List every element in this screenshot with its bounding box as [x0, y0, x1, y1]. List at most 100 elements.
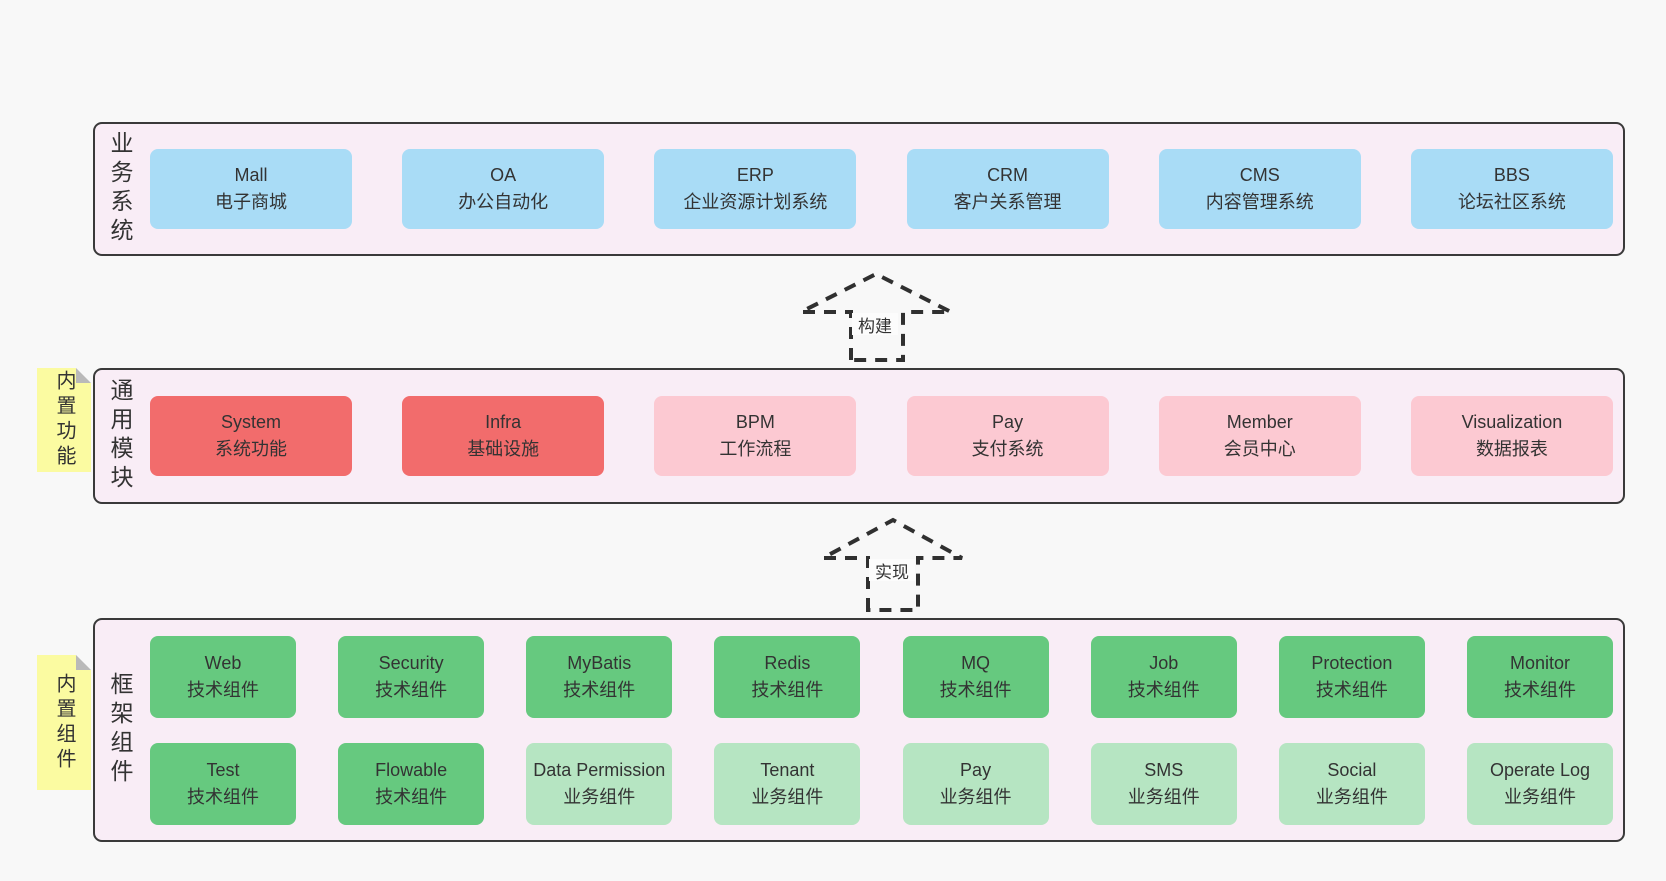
- layer-label: 业务系统: [107, 131, 133, 247]
- box-title: Redis: [764, 652, 811, 673]
- folded-corner-icon: [76, 655, 91, 670]
- box-title: Pay: [960, 759, 992, 780]
- box-subtitle: 工作流程: [719, 439, 792, 459]
- box-title: Monitor: [1509, 652, 1570, 673]
- box-title: ERP: [736, 165, 774, 185]
- implement-arrow-label: 实现: [869, 559, 915, 582]
- diagram-box: Data Permission 业务组件: [526, 742, 673, 825]
- build-arrow-label: 构建: [852, 313, 898, 336]
- box-title: CRM: [987, 165, 1029, 185]
- layer-common-modules: 通用模块 System 系统功能 Infra 基础设施 BPM 工作流程 Pay 支付系统 Me…: [93, 368, 1625, 504]
- diagram-box: Infra 基础设施: [402, 396, 605, 476]
- implement-arrow: 实现: [807, 511, 982, 617]
- box-subtitle: 内容管理系统: [1205, 192, 1314, 212]
- diagram-box: Protection 技术组件: [1278, 635, 1425, 718]
- box-title: Operate Log: [1489, 759, 1591, 780]
- box-subtitle: 技术组件: [1127, 679, 1200, 700]
- box-subtitle: 支付系统: [971, 439, 1044, 459]
- sticky-note-builtin-components: 内置组件: [37, 655, 91, 790]
- box-subtitle: 系统功能: [215, 439, 287, 459]
- dashed-up-arrow-icon: [822, 517, 963, 612]
- box-title: BBS: [1493, 165, 1530, 185]
- diagram-box: Pay 业务组件: [902, 742, 1049, 825]
- box-title: CMS: [1239, 165, 1280, 185]
- box-title: Member: [1226, 412, 1293, 432]
- diagram-box: System 系统功能: [150, 396, 352, 476]
- box-title: Job: [1149, 652, 1179, 673]
- sticky-note-builtin-features: 内置功能: [37, 368, 91, 472]
- box-subtitle: 技术组件: [751, 679, 824, 700]
- diagram-box: Test 技术组件: [150, 742, 296, 825]
- box-subtitle: 业务组件: [563, 786, 636, 807]
- box-subtitle: 会员中心: [1223, 439, 1296, 459]
- diagram-box: Redis 技术组件: [714, 635, 861, 718]
- box-title: Tenant: [760, 759, 815, 780]
- diagram-box: Visualization 数据报表: [1410, 396, 1613, 476]
- diagram-box: Social 业务组件: [1278, 742, 1425, 825]
- diagram-box: Operate Log 业务组件: [1466, 742, 1613, 825]
- box-title: SMS: [1144, 759, 1184, 780]
- box-title: Visualization: [1461, 412, 1563, 432]
- box-title: Flowable: [375, 759, 448, 780]
- box-title: Web: [204, 652, 242, 673]
- box-subtitle: 技术组件: [187, 786, 259, 807]
- box-subtitle: 技术组件: [187, 679, 259, 700]
- diagram-box: Flowable 技术组件: [338, 742, 485, 825]
- note-text: 内置组件: [53, 672, 75, 773]
- box-title: Mall: [234, 165, 268, 185]
- diagram-box: Pay 支付系统: [906, 396, 1109, 476]
- diagram-box: Web 技术组件: [150, 635, 296, 718]
- layer-label: 通用模块: [107, 378, 133, 494]
- build-arrow: 构建: [790, 265, 965, 365]
- box-subtitle: 业务组件: [1503, 786, 1576, 807]
- box-title: OA: [490, 165, 517, 185]
- box-title: Test: [206, 759, 240, 780]
- box-title: Security: [378, 652, 444, 673]
- diagram-box: Member 会员中心: [1158, 396, 1361, 476]
- box-subtitle: 技术组件: [1315, 679, 1388, 700]
- box-subtitle: 办公自动化: [458, 192, 549, 212]
- diagram-box: Job 技术组件: [1090, 635, 1237, 718]
- box-subtitle: 客户关系管理: [953, 192, 1062, 212]
- diagram-box: Tenant 业务组件: [714, 742, 861, 825]
- box-subtitle: 技术组件: [375, 679, 448, 700]
- box-subtitle: 论坛社区系统: [1457, 192, 1566, 212]
- box-subtitle: 技术组件: [375, 786, 448, 807]
- box-title: System: [220, 412, 281, 432]
- box-subtitle: 业务组件: [1127, 786, 1200, 807]
- diagram-box: OA 办公自动化: [402, 149, 605, 229]
- box-title: MyBatis: [567, 652, 632, 673]
- diagram-box: SMS 业务组件: [1090, 742, 1237, 825]
- diagram-box: CMS 内容管理系统: [1158, 149, 1361, 229]
- diagram-box: CRM 客户关系管理: [906, 149, 1109, 229]
- folded-corner-icon: [76, 368, 91, 383]
- box-subtitle: 基础设施: [467, 439, 540, 459]
- box-title: Protection: [1311, 652, 1393, 673]
- box-title: MQ: [961, 652, 991, 673]
- box-subtitle: 技术组件: [1503, 679, 1576, 700]
- diagram-box: Monitor 技术组件: [1466, 635, 1613, 718]
- box-row: System 系统功能 Infra 基础设施 BPM 工作流程 Pay 支付系统 Member 会…: [150, 396, 1613, 476]
- box-subtitle: 数据报表: [1475, 439, 1548, 459]
- box-title: Social: [1327, 759, 1377, 780]
- box-title: Infra: [485, 412, 522, 432]
- box-subtitle: 企业资源计划系统: [683, 192, 828, 212]
- diagram-box: ERP 企业资源计划系统: [654, 149, 857, 229]
- box-title: Pay: [992, 412, 1024, 432]
- box-subtitle: 技术组件: [563, 679, 636, 700]
- diagram-box: Security 技术组件: [338, 635, 485, 718]
- layer-label: 框架组件: [107, 672, 133, 788]
- box-subtitle: 业务组件: [751, 786, 824, 807]
- box-subtitle: 业务组件: [939, 786, 1012, 807]
- box-title: BPM: [735, 412, 775, 432]
- box-title: Data Permission: [533, 759, 666, 780]
- note-text: 内置功能: [53, 370, 75, 470]
- box-subtitle: 业务组件: [1315, 786, 1388, 807]
